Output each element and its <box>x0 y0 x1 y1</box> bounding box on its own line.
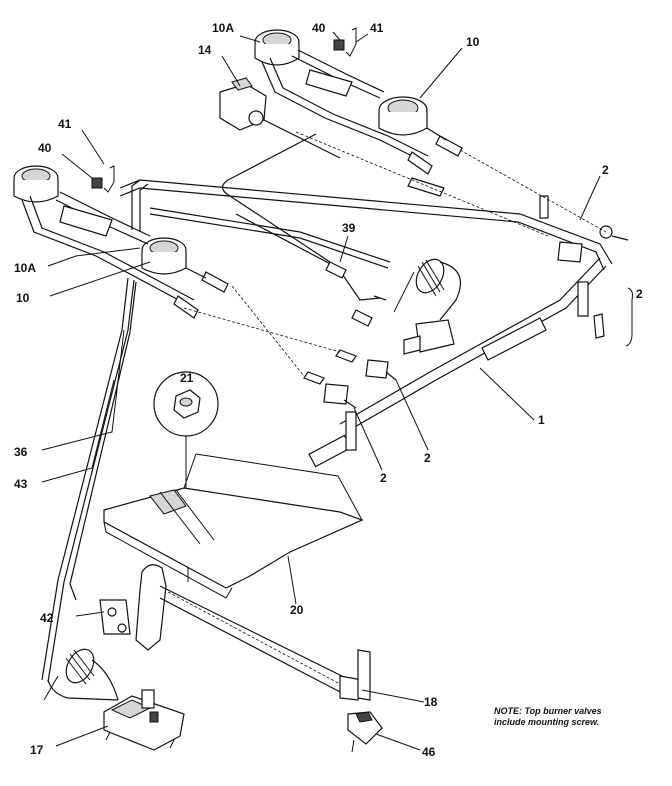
callout-14: 14 <box>198 43 212 57</box>
callout-2-low: 2 <box>380 471 387 485</box>
note-line-1: NOTE: Top burner valves <box>494 706 602 716</box>
callout-21: 21 <box>180 371 194 385</box>
thermostat-39 <box>235 213 461 355</box>
callout-20: 20 <box>290 603 304 617</box>
rear-burner-assembly <box>254 27 463 175</box>
valves-2 <box>183 131 629 409</box>
callout-10-front: 10 <box>16 291 30 305</box>
callout-39: 39 <box>342 221 356 235</box>
leader-lines <box>41 31 601 751</box>
coil <box>43 648 119 701</box>
bake-burner <box>135 564 371 701</box>
callout-10A-rear: 10A <box>212 21 234 35</box>
callout-41-rear: 41 <box>370 21 384 35</box>
callout-17: 17 <box>30 743 44 757</box>
front-burner-assembly <box>13 165 229 319</box>
callout-10-rear: 10 <box>466 35 480 49</box>
nut-21-detail <box>153 371 219 488</box>
callout-18: 18 <box>424 695 438 709</box>
manifold-1 <box>119 177 613 468</box>
callout-2-mid: 2 <box>424 451 431 465</box>
callout-2-bracket: 2 <box>636 287 643 301</box>
callout-36: 36 <box>14 445 28 459</box>
callout-46: 46 <box>422 745 436 759</box>
callout-41-front: 41 <box>58 117 72 131</box>
callout-42: 42 <box>40 611 54 625</box>
callout-1: 1 <box>538 413 545 427</box>
callout-40-front: 40 <box>38 141 52 155</box>
safety-valve-17 <box>103 689 185 751</box>
tubes-36-43 <box>41 277 137 701</box>
callout-10A-front: 10A <box>14 261 36 275</box>
callout-43: 43 <box>14 477 28 491</box>
valve-14 <box>219 77 341 263</box>
brace-2 <box>625 287 633 347</box>
baffle-20 <box>103 453 364 599</box>
note-line-2: include mounting screw. <box>494 717 599 727</box>
callout-40-rear: 40 <box>312 21 326 35</box>
bracket-46 <box>347 711 383 753</box>
bracket-42 <box>99 599 131 635</box>
callout-2-right: 2 <box>602 163 609 177</box>
